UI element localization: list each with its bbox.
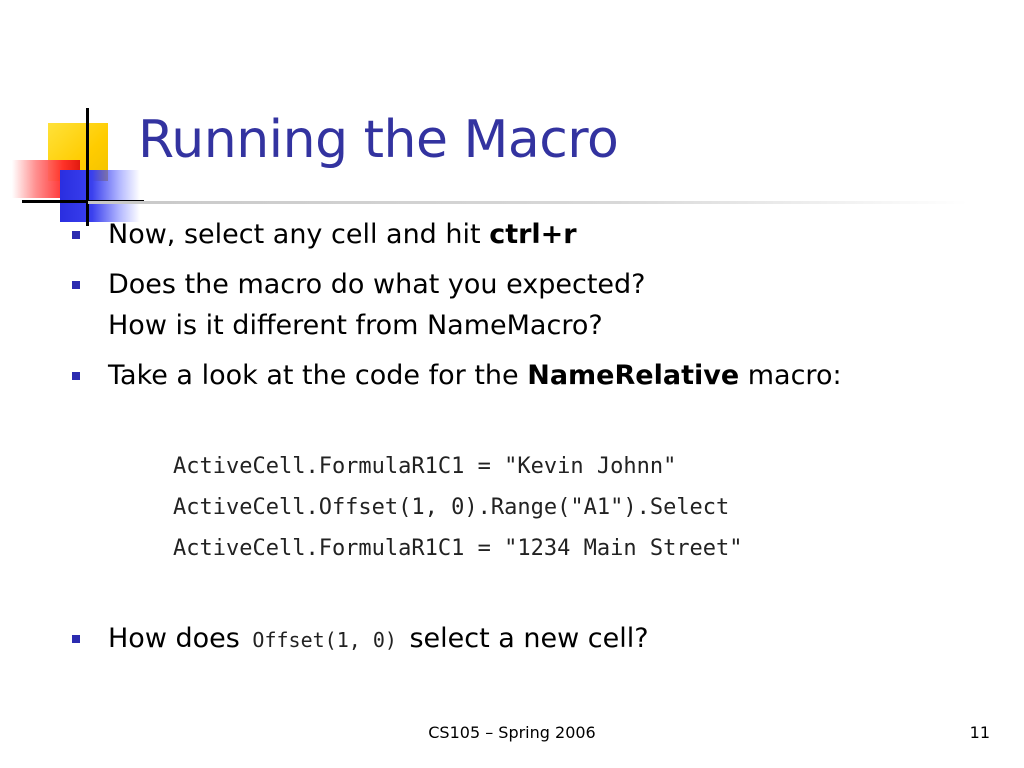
bullet-text: Take a look at the code for the [108,360,528,391]
bullet-item: Now, select any cell and hit ctrl+r [72,214,972,255]
square-bullet-icon [72,372,80,380]
decorative-vertical-line [86,108,89,226]
bullet-text: Now, select any cell and hit [108,219,490,250]
code-line: ActiveCell.FormulaR1C1 = "1234 Main Stre… [173,536,743,561]
code-line: ActiveCell.FormulaR1C1 = "Kevin Johnn" [173,454,677,479]
code-line: ActiveCell.Offset(1, 0).Range("A1").Sele… [173,495,730,520]
title-underline-rule [88,201,968,204]
square-bullet-icon [72,281,80,289]
bullet-item: Does the macro do what you expected? How… [72,264,972,346]
decorative-blue-bar [60,170,140,222]
slide-number: 11 [969,723,990,742]
slide-footer: CS105 – Spring 2006 [428,723,596,742]
slide-title: Running the Macro [138,110,619,170]
bullet-text-after: select a new cell? [400,623,649,654]
square-bullet-icon [72,231,80,239]
bullet-item: How does Offset(1, 0) select a new cell? [72,618,649,661]
bullet-list-final: How does Offset(1, 0) select a new cell? [72,618,649,670]
bullet-text: How does [108,623,249,654]
bullet-item: Take a look at the code for the NameRela… [72,355,972,396]
bullet-text-after: macro: [739,360,842,391]
bullet-bold-text: NameRelative [527,360,740,391]
bullet-bold-text: ctrl+r [489,219,577,250]
code-block: ActiveCell.FormulaR1C1 = "Kevin Johnn" Ac… [173,446,743,569]
square-bullet-icon [72,635,80,643]
bullet-text-line2: How is it different from NameMacro? [108,310,603,341]
inline-code: Offset(1, 0) [252,628,397,652]
decorative-horizontal-line [22,200,144,203]
bullet-text: Does the macro do what you expected? [108,269,646,300]
bullet-list: Now, select any cell and hit ctrl+r Does… [72,214,972,405]
